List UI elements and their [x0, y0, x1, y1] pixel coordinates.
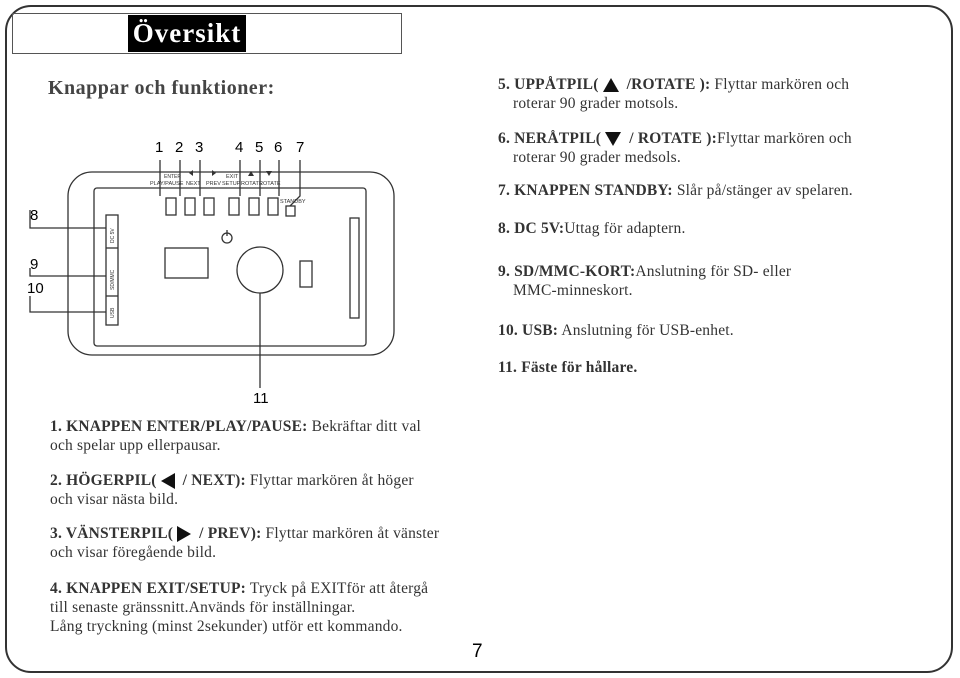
label-rotate-2: ROTATE — [259, 181, 281, 187]
button-3-shape — [203, 197, 215, 216]
item-2: 2. HÖGERPIL( / NEXT): Flyttar markören å… — [50, 471, 470, 509]
item-9-line2: MMC-minneskort. — [513, 282, 633, 299]
item-2-text: Flyttar markören åt höger — [245, 472, 414, 489]
item-7-text: Slår på/stänger av spelaren. — [672, 182, 853, 199]
right-triangle-icon — [177, 526, 192, 543]
item-9-title: 9. SD/MMC-KORT: — [498, 263, 636, 280]
item-6-text: Flyttar markören och — [717, 130, 852, 147]
button-5-shape — [248, 197, 260, 216]
item-5-line2: roterar 90 grader motsols. — [513, 95, 679, 112]
callout-7: 7 — [296, 139, 305, 156]
label-next: NEXT — [186, 181, 201, 187]
item-11-title: 11. Fäste för hållare. — [498, 359, 638, 376]
item-10-text: Anslutning för USB-enhet. — [558, 322, 734, 339]
down-triangle-icon — [605, 132, 622, 147]
item-9: 9. SD/MMC-KORT:Anslutning för SD- eller … — [498, 262, 918, 300]
button-1-shape — [165, 197, 177, 216]
item-6-title-a: 6. NERÅTPIL( — [498, 130, 602, 147]
item-4-text: Tryck på EXITför att återgå — [246, 580, 429, 597]
up-arrow-icon — [248, 171, 254, 176]
item-3: 3. VÄNSTERPIL( / PREV): Flyttar markören… — [50, 524, 470, 562]
item-2-title-a: 2. HÖGERPIL( — [50, 472, 157, 489]
item-1-text: Bekräftar ditt val — [307, 418, 422, 435]
item-5-title-a: 5. UPPÅTPIL( — [498, 76, 599, 93]
item-3-title-b: / PREV): — [195, 525, 262, 542]
item-4: 4. KNAPPEN EXIT/SETUP: Tryck på EXITför … — [50, 579, 470, 636]
callout-3: 3 — [195, 139, 204, 156]
left-triangle-icon — [160, 473, 175, 490]
item-2-line2: och visar nästa bild. — [50, 491, 179, 508]
label-enter: ENTER — [164, 174, 181, 180]
label-rotate-1: ROTATE — [241, 181, 263, 187]
page-title: Översikt — [128, 15, 246, 52]
item-4-line2: till senaste gränssnitt.Används för inst… — [50, 599, 356, 616]
item-1: 1. KNAPPEN ENTER/PLAY/PAUSE: Bekräftar d… — [50, 417, 470, 455]
left-arrow-icon — [189, 170, 193, 176]
callout-5: 5 — [255, 139, 264, 156]
callout-8: 8 — [30, 207, 39, 224]
item-8: 8. DC 5V:Uttag för adaptern. — [498, 219, 918, 238]
item-6-title-b: / ROTATE ): — [625, 130, 717, 147]
title-box — [12, 13, 402, 54]
display-window — [164, 247, 209, 279]
down-arrow-icon — [266, 171, 272, 176]
callout-6: 6 — [274, 139, 283, 156]
item-5: 5. UPPÅTPIL( /ROTATE ): Flyttar markören… — [498, 75, 918, 113]
item-8-text: Uttag för adaptern. — [564, 220, 686, 237]
section-heading: Knappar och funktioner: — [48, 77, 275, 99]
item-10: 10. USB: Anslutning för USB-enhet. — [498, 321, 918, 340]
callout-9: 9 — [30, 256, 39, 273]
item-4-line3: Lång tryckning (minst 2sekunder) utför e… — [50, 618, 403, 635]
device-inner-frame — [93, 187, 367, 347]
item-5-title-b: /ROTATE ): — [622, 76, 711, 93]
item-1-title: 1. KNAPPEN ENTER/PLAY/PAUSE: — [50, 418, 308, 435]
button-4-shape — [228, 197, 240, 216]
item-7: 7. KNAPPEN STANDBY: Slår på/stänger av s… — [498, 181, 918, 200]
button-6-shape — [267, 197, 279, 216]
label-setup: SETUP — [222, 181, 241, 187]
device-outer-body — [67, 171, 395, 356]
item-4-title: 4. KNAPPEN EXIT/SETUP: — [50, 580, 247, 597]
item-8-title: 8. DC 5V: — [498, 220, 565, 237]
item-9-text: Anslutning för SD- eller — [635, 263, 792, 280]
small-port — [299, 260, 313, 288]
button-2-shape — [184, 197, 196, 216]
page-frame — [5, 5, 953, 673]
holder-slot — [349, 217, 360, 319]
label-sdmmc: SD/MMC — [110, 269, 116, 290]
item-6: 6. NERÅTPIL( / ROTATE ):Flyttar markören… — [498, 129, 918, 167]
item-7-title: 7. KNAPPEN STANDBY: — [498, 182, 673, 199]
item-2-title-b: / NEXT): — [178, 472, 246, 489]
label-exit: EXIT — [226, 174, 239, 180]
callout-11: 11 — [253, 390, 269, 407]
up-triangle-icon — [602, 78, 619, 93]
item-5-text: Flyttar markören och — [710, 76, 850, 93]
item-6-line2: roterar 90 grader medsols. — [513, 149, 681, 166]
label-usb: USB — [110, 307, 116, 318]
item-10-title: 10. USB: — [498, 322, 559, 339]
item-1-line2: och spelar upp ellerpausar. — [50, 437, 221, 454]
label-standby: STANDBY — [280, 199, 306, 205]
item-3-text: Flyttar markören åt vänster — [261, 525, 440, 542]
page-number: 7 — [472, 641, 483, 662]
item-3-title-a: 3. VÄNSTERPIL( — [50, 525, 174, 542]
right-arrow-icon — [212, 170, 216, 176]
item-3-line2: och visar föregående bild. — [50, 544, 217, 561]
callout-2: 2 — [175, 139, 184, 156]
label-playpause: PLAY/PAUSE — [150, 181, 184, 187]
callout-10: 10 — [27, 280, 44, 297]
callout-1: 1 — [155, 139, 164, 156]
standby-button-shape — [285, 205, 296, 217]
callout-4: 4 — [235, 139, 244, 156]
connector-strip — [105, 214, 119, 326]
label-dc: DC 5V — [110, 228, 116, 243]
item-11: 11. Fäste för hållare. — [498, 358, 918, 377]
holder-circle — [236, 246, 284, 294]
label-prev: PREV — [206, 181, 221, 187]
